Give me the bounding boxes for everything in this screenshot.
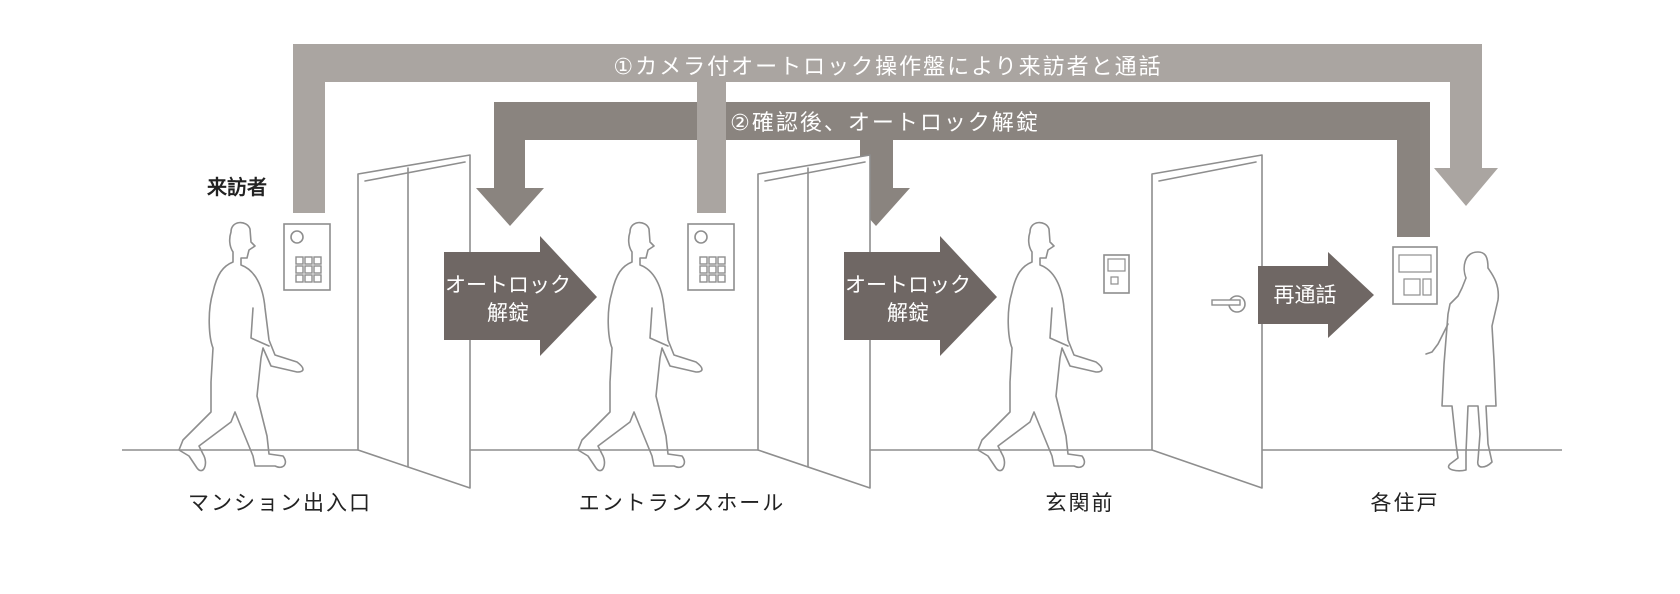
unlock-flow-label: ②確認後、オートロック解錠 xyxy=(730,111,1040,136)
visitor-label: 来訪者 xyxy=(206,175,267,199)
station-label-front-door: 玄関前 xyxy=(1046,491,1115,515)
station-label-each-unit: 各住戸 xyxy=(1371,491,1440,515)
lever-handle-icon xyxy=(1211,295,1246,313)
call-flow-stem xyxy=(697,82,726,213)
unlock-arrow-1-line2: 解錠 xyxy=(487,301,529,325)
unlock-arrow-1-line1: オートロック xyxy=(445,273,571,297)
visitor-figure-2 xyxy=(577,221,703,472)
unlock-arrow-2-line1: オートロック xyxy=(845,273,971,297)
station-label-mansion-entrance: マンション出入口 xyxy=(188,491,372,515)
station-label-entrance-hall: エントランスホール xyxy=(579,491,786,515)
call-flow-label: ①カメラ付オートロック操作盤により来訪者と通話 xyxy=(613,55,1162,80)
unlock-arrow-2 xyxy=(844,236,997,356)
door-intercom-icon xyxy=(1103,254,1130,294)
recall-label: 再通話 xyxy=(1274,283,1337,307)
recall-arrow xyxy=(1258,252,1374,338)
unlock-arrow-2-line2: 解錠 xyxy=(887,301,929,325)
entrance-door-2 xyxy=(757,154,871,489)
call-flow-arrow xyxy=(293,44,1498,213)
visitor-figure-3 xyxy=(977,221,1103,472)
entrance-door-1 xyxy=(357,154,471,489)
unlock-arrow-1 xyxy=(444,236,597,356)
entrance-keypad-icon xyxy=(283,223,331,291)
indoor-monitor-icon xyxy=(1392,246,1438,305)
unit-front-door xyxy=(1151,154,1263,489)
hall-keypad-icon xyxy=(687,223,735,291)
